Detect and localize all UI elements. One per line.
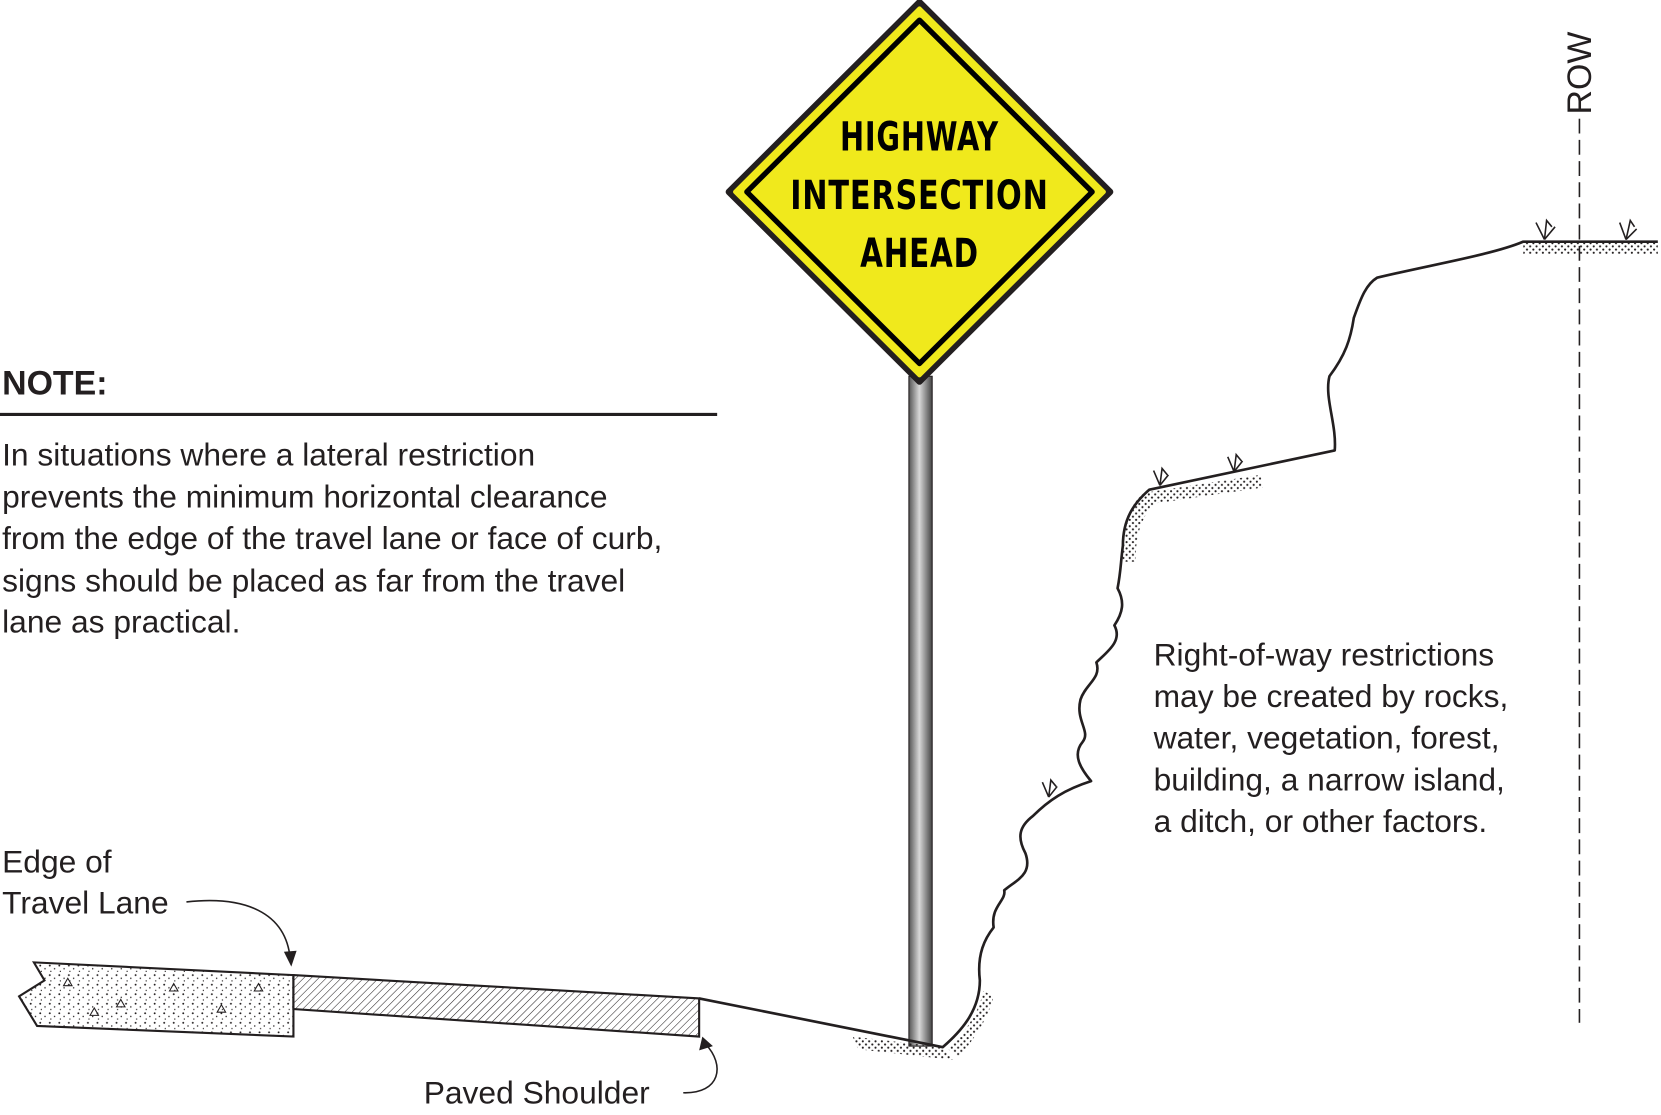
restrictions-line: may be created by rocks, bbox=[1154, 678, 1509, 714]
grass-icon bbox=[1041, 218, 1638, 798]
sign-line-2: INTERSECTION bbox=[790, 173, 1048, 219]
paved-shoulder-label: Paved Shoulder bbox=[424, 1074, 650, 1110]
note-line: signs should be placed as far from the t… bbox=[2, 562, 625, 598]
sign-line-3: AHEAD bbox=[860, 231, 979, 277]
note-line: In situations where a lateral restrictio… bbox=[2, 436, 535, 472]
restrictions-line: building, a narrow island, bbox=[1154, 762, 1505, 798]
arrow-icon bbox=[683, 1043, 718, 1094]
note-heading: NOTE: bbox=[2, 364, 107, 402]
sign-line-1: HIGHWAY bbox=[840, 114, 999, 160]
edge-of-travel-lane-label-2: Travel Lane bbox=[2, 885, 169, 921]
warning-sign: HIGHWAY INTERSECTION AHEAD bbox=[725, 0, 1114, 385]
restrictions-line: Right-of-way restrictions bbox=[1154, 637, 1495, 673]
sign-post bbox=[908, 375, 933, 1047]
sign-face bbox=[733, 6, 1106, 378]
note-line: lane as practical. bbox=[2, 604, 240, 640]
note-line: from the edge of the travel lane or face… bbox=[2, 520, 662, 556]
restrictions-line: a ditch, or other factors. bbox=[1154, 803, 1488, 839]
row-label: ROW bbox=[1561, 32, 1599, 115]
restrictions-line: water, vegetation, forest, bbox=[1153, 719, 1500, 755]
edge-of-travel-lane-label-1: Edge of bbox=[2, 843, 112, 879]
restrictions-text: Right-of-way restrictions may be created… bbox=[1153, 637, 1509, 839]
note-line: prevents the minimum horizontal clearanc… bbox=[2, 479, 607, 515]
paved-shoulder bbox=[292, 973, 701, 1038]
note-body: In situations where a lateral restrictio… bbox=[2, 436, 662, 639]
ground-profile bbox=[698, 240, 1658, 1049]
arrow-icon bbox=[186, 899, 292, 960]
travel-lane bbox=[17, 961, 295, 1038]
